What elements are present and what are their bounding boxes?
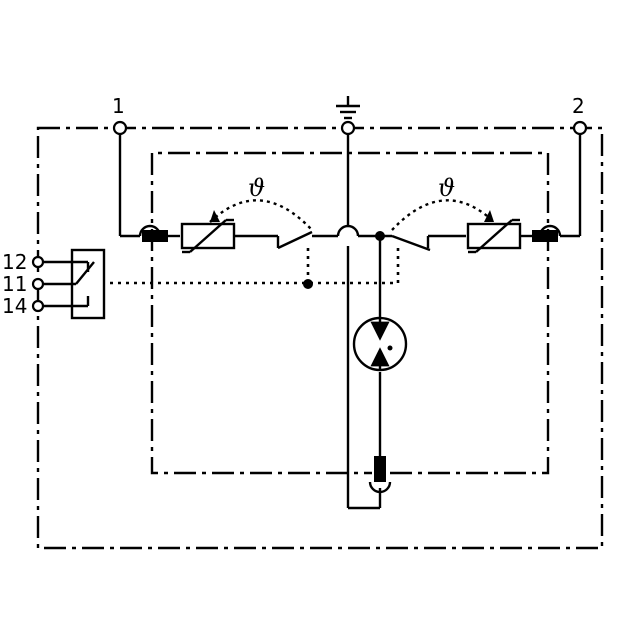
ground-icon: [336, 96, 360, 120]
varistor-icon: [466, 218, 522, 254]
inner-module: [150, 151, 550, 475]
aux-contact-icon: [42, 248, 106, 320]
label-terminal-12: 12: [2, 250, 27, 274]
main-wiring: [118, 135, 582, 510]
thermal-disconnector-icon: [391, 199, 495, 231]
label-terminal-14: 14: [2, 294, 27, 318]
mechanical-linkage: [104, 248, 400, 285]
terminal-earth[interactable]: [340, 120, 356, 136]
terminal-12[interactable]: [31, 255, 45, 269]
terminal-1[interactable]: [112, 120, 128, 136]
label-terminal-2: 2: [572, 94, 585, 118]
thermal-disconnector-icon: [209, 199, 313, 231]
terminal-14[interactable]: [31, 299, 45, 313]
thermal-symbol-right: ϑ: [438, 174, 455, 202]
terminal-2[interactable]: [572, 120, 588, 136]
label-terminal-11: 11: [2, 272, 27, 296]
gas-discharge-tube-icon: [352, 316, 408, 372]
outer-enclosure: [36, 126, 604, 550]
thermal-symbol-left: ϑ: [248, 174, 265, 202]
label-terminal-1: 1: [112, 94, 125, 118]
terminal-11[interactable]: [31, 277, 45, 291]
varistor-icon: [180, 218, 236, 254]
